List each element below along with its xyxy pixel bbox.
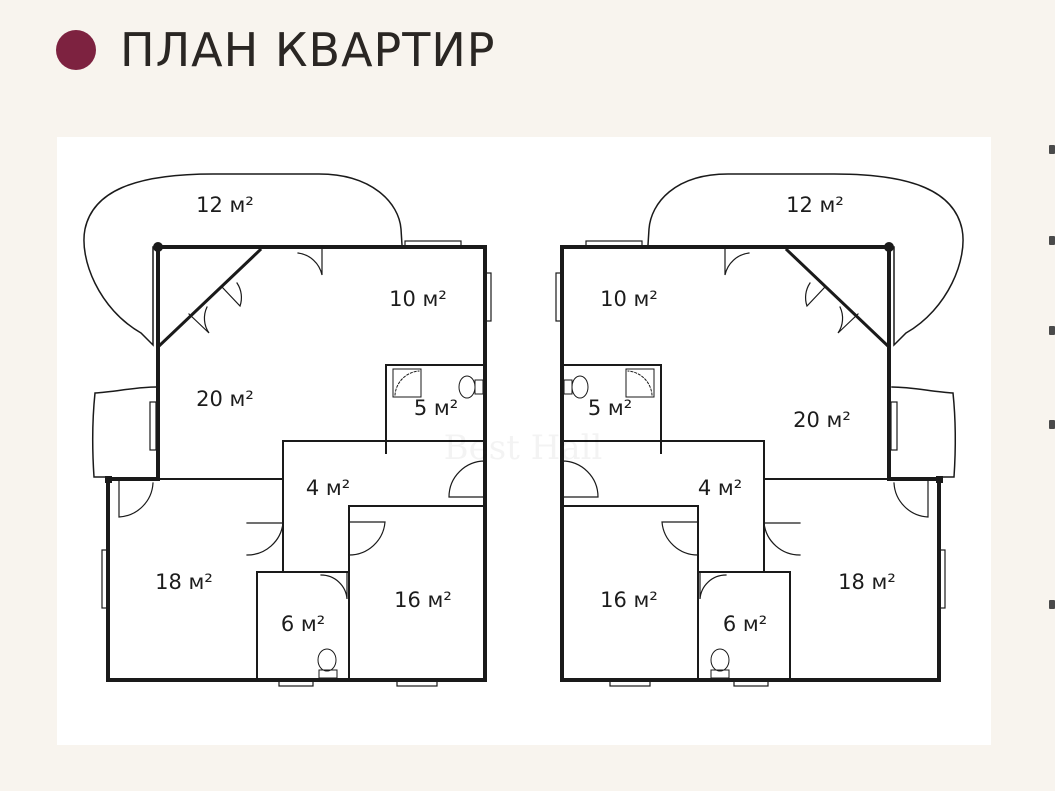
room-label: 16 м² — [394, 588, 452, 612]
balcony-outline — [83, 173, 403, 347]
page-header: ПЛАН КВАРТИР — [56, 20, 496, 80]
side-bay-outline — [91, 386, 157, 478]
watermark-text: Best Hall — [444, 428, 603, 468]
diagonal-wall — [784, 247, 892, 350]
room-label: 4 м² — [306, 476, 350, 500]
room-label: 4 м² — [698, 476, 742, 500]
apartment-left — [83, 173, 492, 687]
room-label: 10 м² — [600, 287, 658, 311]
room-label: 18 м² — [838, 570, 896, 594]
room-label: 5 м² — [414, 396, 458, 420]
side-bay-outline — [891, 386, 957, 478]
room-label: 10 м² — [389, 287, 447, 311]
room-label: 20 м² — [196, 387, 254, 411]
room-label: 12 м² — [786, 193, 844, 217]
room-label: 6 м² — [723, 612, 767, 636]
apartment-right — [555, 173, 964, 687]
room-label: 6 м² — [281, 612, 325, 636]
room-label: 5 м² — [588, 396, 632, 420]
room-label: 12 м² — [196, 193, 254, 217]
room-label: 18 м² — [155, 570, 213, 594]
floor-plan-diagram: Best Hall 12 м² 10 м² 20 м² 5 м² 4 м² 18… — [83, 173, 964, 687]
room-label: 16 м² — [600, 588, 658, 612]
diagonal-wall — [155, 247, 263, 350]
room-label: 20 м² — [793, 408, 851, 432]
floor-plan-card: Best Hall 12 м² 10 м² 20 м² 5 м² 4 м² 18… — [57, 137, 991, 745]
page-title: ПЛАН КВАРТИР — [120, 23, 496, 77]
clipped-side-text — [1049, 140, 1055, 660]
bullet-dot-icon — [56, 30, 96, 70]
balcony-outline — [647, 173, 964, 347]
